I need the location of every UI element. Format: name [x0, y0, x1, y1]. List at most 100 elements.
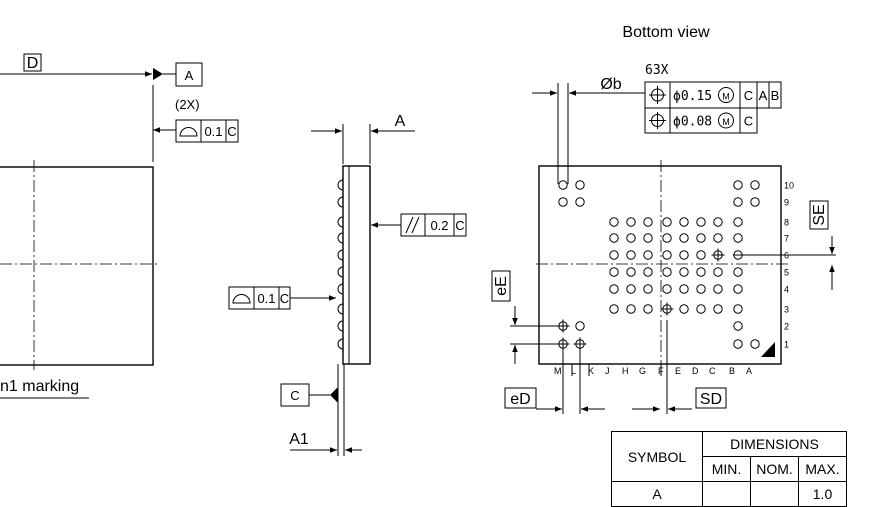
table-row: A 1.0	[611, 481, 847, 507]
table-cell: A	[611, 481, 703, 507]
column-label: E	[675, 366, 681, 376]
column-label: K	[588, 366, 594, 376]
solder-ball	[609, 267, 619, 277]
datum-d-label: D	[27, 55, 39, 72]
ball-pos-1-datum-1: C	[744, 88, 753, 103]
row-label: 10	[784, 181, 794, 191]
mmc-label: M	[722, 92, 730, 102]
solder-ball	[575, 321, 585, 331]
ball-pos-1-datum-2: A	[759, 88, 768, 103]
side-ball	[337, 320, 344, 332]
solder-ball	[713, 304, 723, 314]
solder-ball	[679, 304, 689, 314]
sd-label: SD	[700, 391, 722, 408]
package-drawing: D A (2X) 0.1 C n1 marking A	[0, 24, 836, 456]
profile-surface-icon	[232, 294, 251, 304]
side-ball	[337, 338, 344, 350]
sd-box	[695, 387, 727, 409]
se-label: SE	[811, 204, 828, 225]
solder-ball	[750, 180, 760, 190]
parallel-value: 0.2	[430, 218, 448, 233]
parallel-datum: C	[455, 218, 464, 233]
solder-ball	[679, 267, 689, 277]
side-ball	[337, 216, 344, 228]
ball-position-frame-2	[644, 107, 758, 134]
max-header: MAX.	[798, 456, 847, 482]
ball-pos-1-value: ϕ0.15	[673, 89, 712, 104]
ee-label: eE	[493, 276, 510, 296]
solder-ball	[713, 233, 723, 243]
side-solder-balls	[337, 179, 344, 350]
solder-ball	[643, 233, 653, 243]
row-label: 9	[784, 198, 789, 208]
solder-ball	[662, 267, 672, 277]
solder-ball	[696, 217, 706, 227]
solder-ball	[609, 250, 619, 260]
datum-c-triangle	[330, 387, 338, 403]
ball-pos-2-datum-1: C	[744, 114, 753, 129]
package-top-outline	[0, 166, 154, 366]
solder-ball	[713, 217, 723, 227]
solder-ball	[733, 304, 743, 314]
ball-pos-2-value: ϕ0.08	[673, 115, 712, 130]
solder-ball	[696, 267, 706, 277]
solder-ball	[609, 284, 619, 294]
column-label: G	[639, 366, 646, 376]
datum-a-triangle	[153, 68, 163, 80]
solder-ball	[626, 250, 636, 260]
nom-header: NOM.	[750, 456, 799, 482]
count-2x-label: (2X)	[175, 97, 200, 112]
row-label: 5	[784, 268, 789, 278]
row-label: 2	[784, 322, 789, 332]
column-label: D	[692, 366, 699, 376]
side-profile-value: 0.1	[257, 291, 275, 306]
solder-ball	[679, 217, 689, 227]
solder-ball	[750, 339, 760, 349]
top-profile-datum: C	[227, 124, 236, 139]
ball-grid	[556, 180, 760, 351]
bottom-view-title: Bottom view	[622, 24, 710, 41]
side-ball	[337, 249, 344, 261]
solder-ball	[662, 284, 672, 294]
solder-ball	[575, 197, 585, 207]
solder-ball	[679, 233, 689, 243]
ball-diameter-label: Øb	[600, 76, 621, 93]
solder-ball	[643, 284, 653, 294]
datum-c-label: C	[290, 388, 299, 403]
symbol-header: SYMBOL	[611, 431, 703, 482]
row-label: 8	[784, 218, 789, 228]
side-ball	[337, 232, 344, 244]
solder-ball	[626, 267, 636, 277]
solder-ball	[558, 180, 568, 190]
top-view: D A (2X) 0.1 C n1 marking	[0, 53, 239, 399]
datum-a-box	[175, 62, 203, 87]
solder-ball	[733, 217, 743, 227]
solder-ball	[626, 233, 636, 243]
solder-ball	[575, 180, 585, 190]
solder-ball	[733, 197, 743, 207]
solder-ball	[643, 304, 653, 314]
mmc-icon	[718, 112, 734, 129]
side-ball	[337, 283, 344, 295]
solder-ball	[733, 284, 743, 294]
ball-count-label: 63X	[645, 63, 669, 78]
solder-ball	[713, 284, 723, 294]
row-label: 7	[784, 234, 789, 244]
solder-ball	[558, 197, 568, 207]
dim-a1-label: A1	[289, 431, 309, 448]
table-cell	[750, 481, 799, 507]
row-label: 3	[784, 305, 789, 315]
solder-ball	[733, 180, 743, 190]
side-view: A 0.2 C 0.1 C C A1	[228, 113, 467, 456]
table-cell	[702, 481, 751, 507]
dimensions-table: SYMBOL DIMENSIONS MIN. NOM. MAX. A 1.0	[611, 431, 847, 507]
solder-ball	[750, 197, 760, 207]
column-label: L	[571, 366, 576, 376]
column-label: M	[554, 366, 562, 376]
column-label: A	[746, 366, 752, 376]
pin1-marking-label: n1 marking	[0, 378, 79, 395]
solder-ball	[643, 250, 653, 260]
